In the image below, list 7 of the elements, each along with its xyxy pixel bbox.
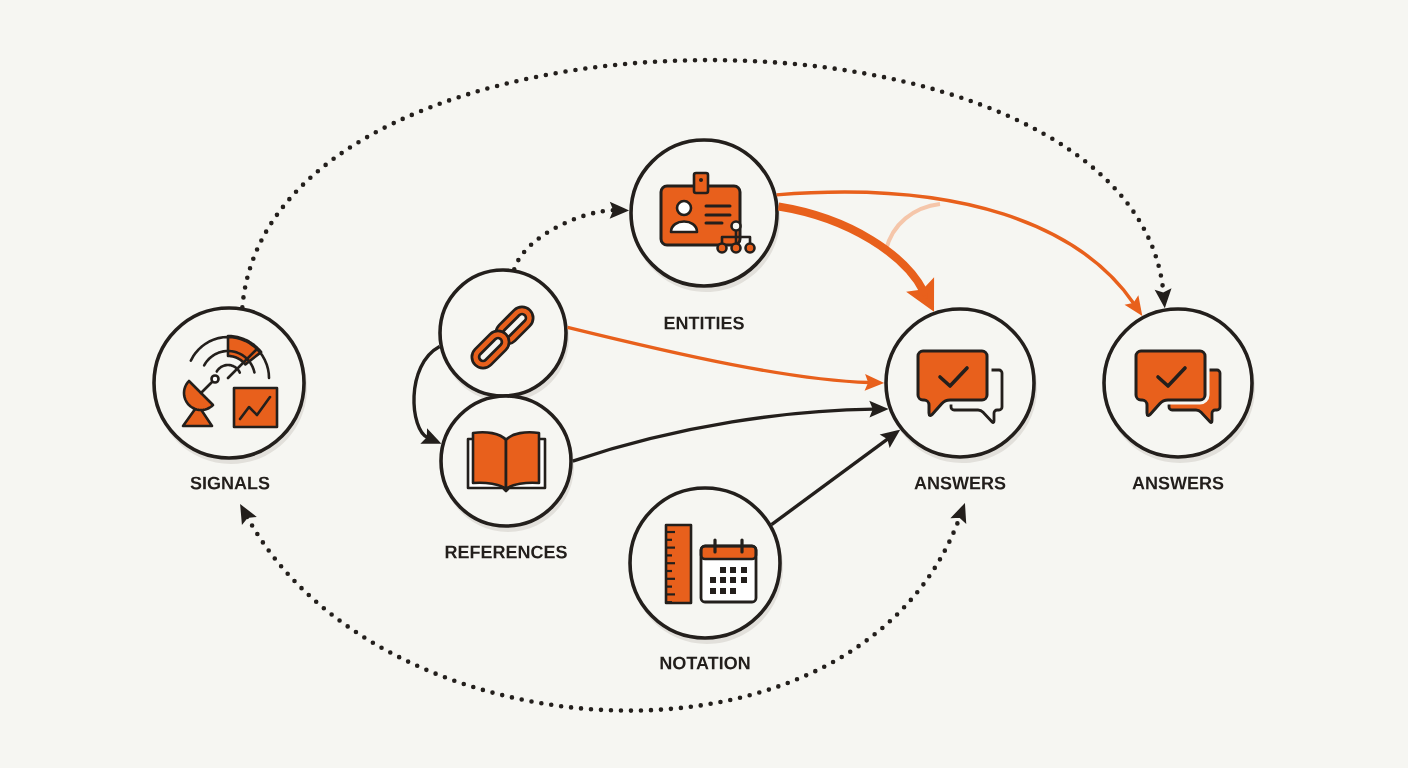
- node-label: ANSWERS: [1132, 476, 1224, 490]
- dotted-arrow: [240, 57, 1172, 310]
- node-label: NOTATION: [660, 656, 750, 670]
- node-label: ANSWERS: [914, 476, 1006, 490]
- node-label: REFERENCES: [445, 545, 567, 559]
- node-label: ENTITIES: [664, 316, 744, 330]
- node-label: SIGNALS: [190, 476, 270, 490]
